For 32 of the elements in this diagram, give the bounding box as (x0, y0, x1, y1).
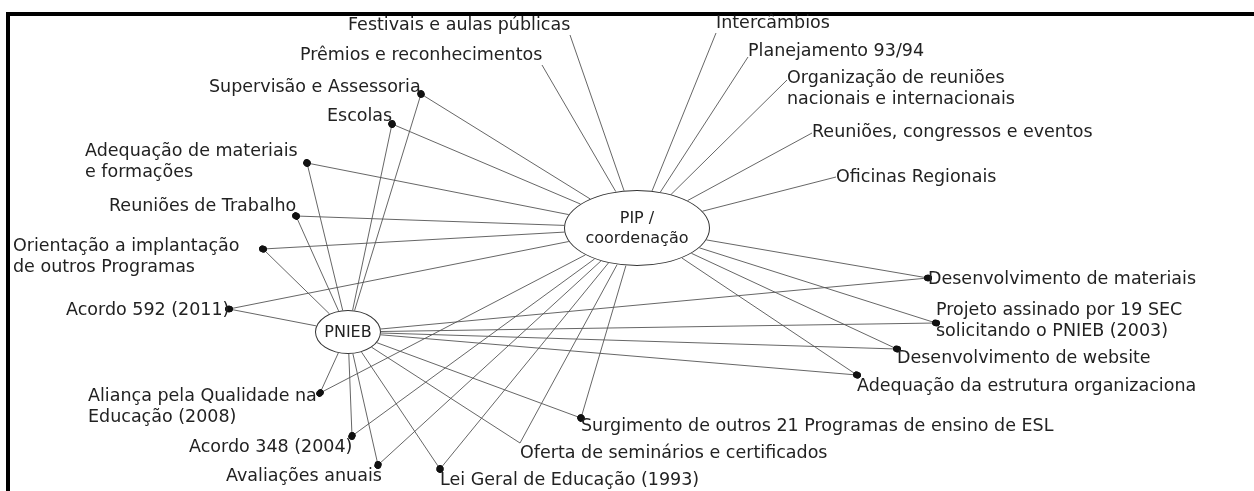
node-label: Intercâmbios (716, 11, 830, 33)
connector-line (519, 264, 618, 444)
node-label: Lei Geral de Educação (1993) (440, 468, 700, 490)
node-label: Reuniões de Trabalho (109, 194, 297, 216)
node-label: Festivais e aulas públicas (348, 13, 571, 35)
connector-line (569, 34, 625, 192)
node-label: Oferta de seminários e certificados (520, 441, 828, 463)
node-label: Supervisão e Assessoria (209, 75, 421, 97)
node-label: Oficinas Regionais (836, 165, 997, 187)
connector-line (371, 346, 521, 444)
hub-ellipse: PNIEB (315, 310, 381, 354)
node-label: Adequação da estrutura organizaciona (857, 374, 1197, 396)
hub-ellipse: PIP / coordenação (564, 190, 710, 266)
node-label: Avaliações anuais (226, 464, 382, 486)
node-label: Planejamento 93/94 (748, 39, 925, 61)
connector-line (651, 32, 717, 192)
node-label: Escolas (327, 104, 393, 126)
node-label: Orientação a implantação de outros Programas (13, 235, 263, 277)
node-label: Desenvolvimento de materiais (928, 267, 1196, 289)
node-label: Organização de reuniões nacionais e internacionais (787, 67, 1057, 109)
connector-line (670, 79, 788, 195)
node-label: Acordo 348 (2004) (189, 435, 353, 457)
node-label: Reuniões, congressos e eventos (812, 120, 1093, 142)
node-label: Prêmios e reconhecimentos (300, 43, 543, 65)
node-label: Surgimento de outros 21 Programas de ensino de ESL (581, 414, 1054, 436)
node-label: Projeto assinado por 19 SEC solicitando o PNIEB (2003) (936, 299, 1211, 341)
node-label: Acordo 592 (2011) (66, 298, 230, 320)
node-label: Adequação de materiais e formações (85, 140, 307, 182)
connector-line (702, 176, 837, 212)
connector-line (687, 132, 813, 202)
node-label: Aliança pela Qualidade na Educação (2008) (88, 385, 320, 427)
node-label: Desenvolvimento de website (897, 346, 1151, 368)
